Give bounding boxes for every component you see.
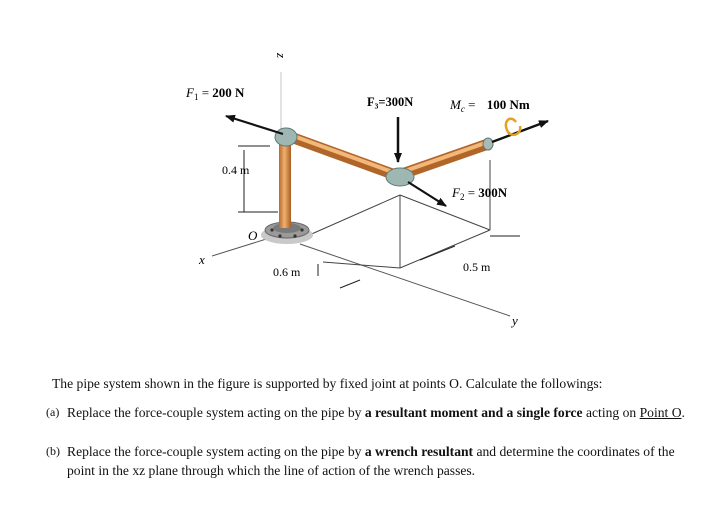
- f2-force-arrow: [407, 181, 447, 207]
- point-o-underlined: Point O: [639, 405, 682, 420]
- f3-label: F₃=300N: [367, 95, 413, 109]
- moment-label: Mc = 100 Nm: [449, 97, 530, 114]
- pipe-system-figure: z x y 0.4 m 0.6 m 0.5 m: [185, 52, 549, 328]
- f1-force-arrow: [225, 114, 284, 136]
- problem-intro: The pipe system shown in the figure is s…: [52, 376, 603, 391]
- diagonal-pipe-end: [396, 138, 494, 180]
- problem-statement: The pipe system shown in the figure is s…: [0, 372, 708, 512]
- dimension-0-5m: [419, 235, 520, 261]
- pipe-elbow-top: [274, 127, 298, 147]
- dimension-0-4m: [238, 145, 278, 213]
- f1-label: F1 = 200 N: [185, 85, 245, 102]
- pipe-elbow-middle: [385, 167, 415, 187]
- problem-part-b: (b) Replace the force-couple system acti…: [46, 442, 686, 480]
- y-axis-label: y: [510, 313, 518, 328]
- y-axis: [299, 243, 511, 317]
- dim-vertical-label: 0.4 m: [222, 163, 250, 177]
- couple-moment-arrow: [491, 117, 549, 144]
- dim-y-label: 0.5 m: [463, 260, 491, 274]
- part-a-text: Replace the force-couple system acting o…: [67, 405, 685, 420]
- vertical-pipe: [279, 142, 291, 228]
- diagonal-pipe-upper: [282, 130, 404, 182]
- problem-part-a: (a) Replace the force-couple system acti…: [46, 403, 686, 422]
- dimension-0-6m: [317, 264, 361, 289]
- origin-label: O: [248, 228, 258, 243]
- dim-x-label: 0.6 m: [273, 265, 301, 279]
- x-axis-label: x: [198, 252, 205, 267]
- part-a-tag: (a): [46, 405, 60, 419]
- z-axis-label: z: [274, 52, 289, 58]
- f2-label: F2 = 300N: [451, 185, 508, 202]
- pipe-end-cap: [482, 137, 494, 151]
- ground-reference-lines: [297, 160, 491, 269]
- part-b-tag: (b): [46, 444, 60, 458]
- part-b-text: Replace the force-couple system acting o…: [67, 444, 675, 478]
